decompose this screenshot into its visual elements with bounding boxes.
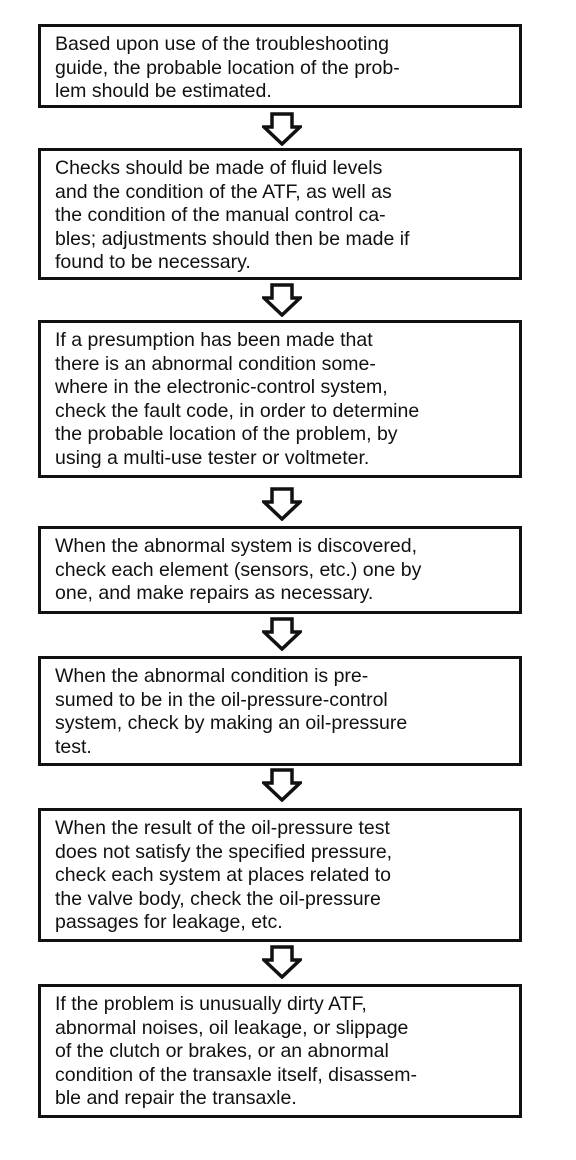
down-arrow-icon [262, 112, 302, 146]
down-arrow-icon [262, 617, 302, 651]
down-arrow-icon [262, 487, 302, 521]
step-1-box: Based upon use of the troubleshooting gu… [38, 24, 522, 108]
step-2-box: Checks should be made of fluid levels an… [38, 148, 522, 280]
down-arrow-icon [262, 283, 302, 317]
step-5-box: When the abnormal condition is pre- sume… [38, 656, 522, 766]
down-arrow-icon [262, 768, 302, 802]
down-arrow-icon [262, 945, 302, 979]
step-6-box: When the result of the oil-pressure test… [38, 808, 522, 942]
step-4-box: When the abnormal system is discovered, … [38, 526, 522, 614]
step-3-box: If a presumption has been made that ther… [38, 320, 522, 478]
step-7-box: If the problem is unusually dirty ATF, a… [38, 984, 522, 1118]
